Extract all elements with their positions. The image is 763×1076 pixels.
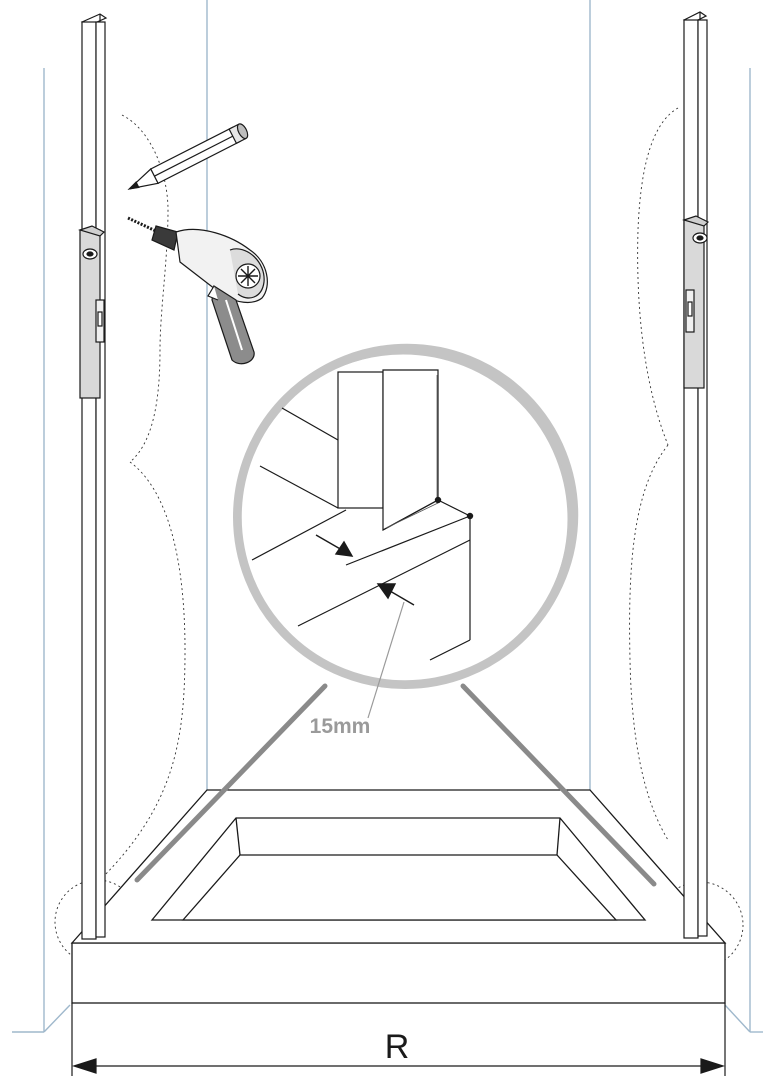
drill-icon — [127, 216, 268, 365]
shower-tray — [70, 789, 727, 1004]
walls — [12, 0, 763, 1033]
detail-leader-lines — [134, 683, 657, 887]
width-label: R — [385, 1028, 410, 1066]
detail-magnifier — [233, 343, 579, 689]
spirit-level-icon — [78, 225, 106, 399]
left-wall-profile — [80, 13, 108, 940]
detail-drawing — [251, 369, 474, 661]
pencil-icon — [127, 123, 249, 190]
measurement-arrows — [315, 534, 415, 606]
measurement-leader — [367, 601, 405, 719]
measurement-label: 15mm — [310, 715, 371, 738]
spirit-level-icon — [682, 215, 710, 389]
right-wall-profile — [682, 11, 708, 939]
width-dimension — [71, 1003, 726, 1076]
